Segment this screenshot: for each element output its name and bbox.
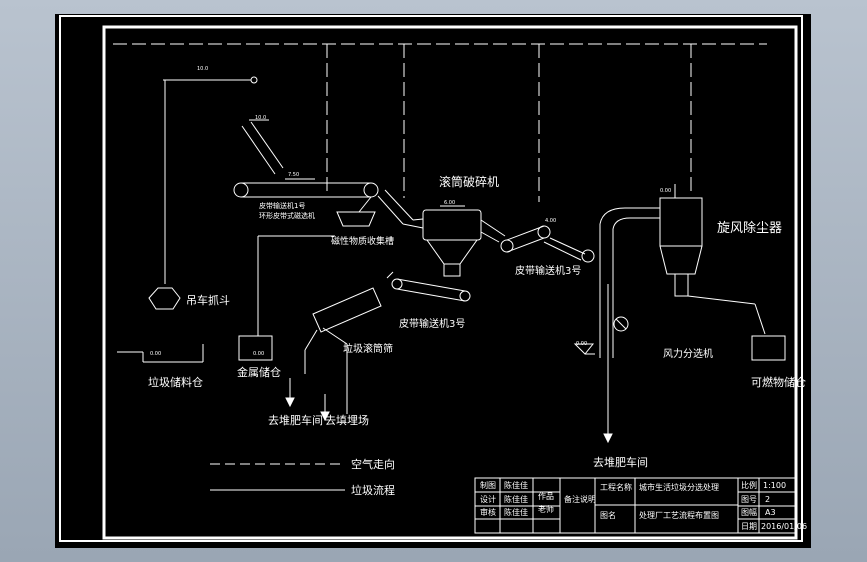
tb-teacher: 老师	[538, 504, 554, 514]
tb-sheet-label: 图号	[741, 495, 757, 504]
legend-air-label: 空气走向	[351, 457, 395, 471]
tb-row3-label: 审核	[480, 507, 496, 517]
label-trommel: 垃圾滚筒筛	[343, 342, 393, 355]
magnetic-bin-shape	[336, 211, 376, 227]
process-flow-diagram: 吊车抓斗 10.0 0.00 垃圾储料仓 10.0 7.50 皮带输送机1号 环…	[59, 15, 807, 542]
tb-row2-label: 设计	[480, 494, 496, 504]
tb-project-label: 工程名称	[600, 482, 632, 492]
tb-drawing-value: 处理厂工艺流程布置图	[639, 510, 719, 520]
tb-drawing-label: 图名	[600, 510, 616, 520]
label-conveyor-3b: 皮带输送机3号	[399, 317, 465, 330]
combustibles-bin	[751, 335, 786, 361]
dim-6: 6.00	[444, 200, 455, 206]
cad-drawing-canvas[interactable]: 吊车抓斗 10.0 0.00 垃圾储料仓 10.0 7.50 皮带输送机1号 环…	[55, 14, 811, 548]
dim-7: 4.00	[545, 218, 556, 224]
dim-4: 7.50	[288, 172, 299, 178]
label-magnetic-bin: 磁性物质收集槽	[331, 235, 394, 247]
label-combustibles-bin: 可燃物储仓	[751, 375, 806, 389]
tb-size-value: A3	[765, 508, 776, 517]
tb-scale-label: 比例	[741, 480, 757, 490]
label-metal-bin: 金属储仓	[237, 365, 281, 379]
feed-chute	[241, 119, 284, 175]
outer-frame	[59, 15, 803, 542]
label-cyclone-1: 旋风除尘器	[717, 221, 782, 236]
tb-task: 作品	[538, 491, 554, 501]
dim-5: 0.00	[253, 351, 264, 357]
dim-9: 0.00	[660, 188, 671, 194]
dim-1: 10.0	[197, 66, 208, 72]
conveyor-3b	[386, 271, 471, 302]
title-block	[474, 477, 797, 534]
label-belt-magnetic: 环形皮带式磁选机	[259, 211, 315, 220]
crusher-discharge	[480, 219, 506, 243]
conveyor-1	[233, 178, 379, 213]
label-to-compost-workshop: 去堆肥车间	[593, 455, 648, 469]
dim-3: 10.0	[255, 115, 266, 121]
dim-2: 0.00	[150, 351, 161, 357]
label-conveyor-3a: 皮带输送机3号	[515, 264, 581, 277]
label-crusher: 滚筒破碎机	[439, 174, 499, 189]
crusher-chute	[377, 189, 424, 229]
tb-project-value: 城市生活垃圾分选处理	[639, 482, 719, 492]
waste-pit	[117, 344, 204, 363]
tb-name-2: 陈佳佳	[504, 494, 528, 504]
label-to-landfill: 去填埋场	[325, 413, 369, 427]
label-conveyor-1: 皮带输送机1号	[259, 201, 305, 210]
tb-name-1: 陈佳佳	[504, 480, 528, 490]
tb-scale-value: 1:100	[763, 481, 786, 490]
air-classifier	[573, 207, 660, 358]
crusher	[422, 205, 482, 277]
label-waste-pit: 垃圾储料仓	[148, 375, 203, 389]
tb-date-value: 2016/01/06	[761, 522, 807, 531]
tb-desc: 备注说明	[564, 494, 596, 504]
tb-size-label: 图幅	[741, 507, 757, 517]
label-crane-grab: 吊车抓斗	[186, 293, 230, 307]
legend-waste-label: 垃圾流程	[351, 483, 395, 497]
tb-row1-label: 制图	[480, 480, 496, 490]
flow-arrows	[285, 284, 613, 444]
conveyor-3a	[500, 225, 595, 263]
tb-name-3: 陈佳佳	[504, 507, 528, 517]
tb-date-label: 日期	[741, 522, 757, 531]
metal-bin	[238, 235, 335, 361]
tb-sheet-value: 2	[765, 495, 770, 504]
label-to-compost-plant: 去堆肥车间	[268, 413, 323, 427]
air-duct-lines	[113, 43, 767, 202]
legend	[210, 463, 345, 491]
trommel	[304, 287, 382, 414]
crane-grab	[148, 76, 258, 310]
label-air-classifier: 风力分选机	[663, 347, 713, 360]
cyclone	[659, 184, 766, 335]
inner-frame	[102, 25, 798, 540]
dim-8: 0.00	[576, 341, 587, 347]
